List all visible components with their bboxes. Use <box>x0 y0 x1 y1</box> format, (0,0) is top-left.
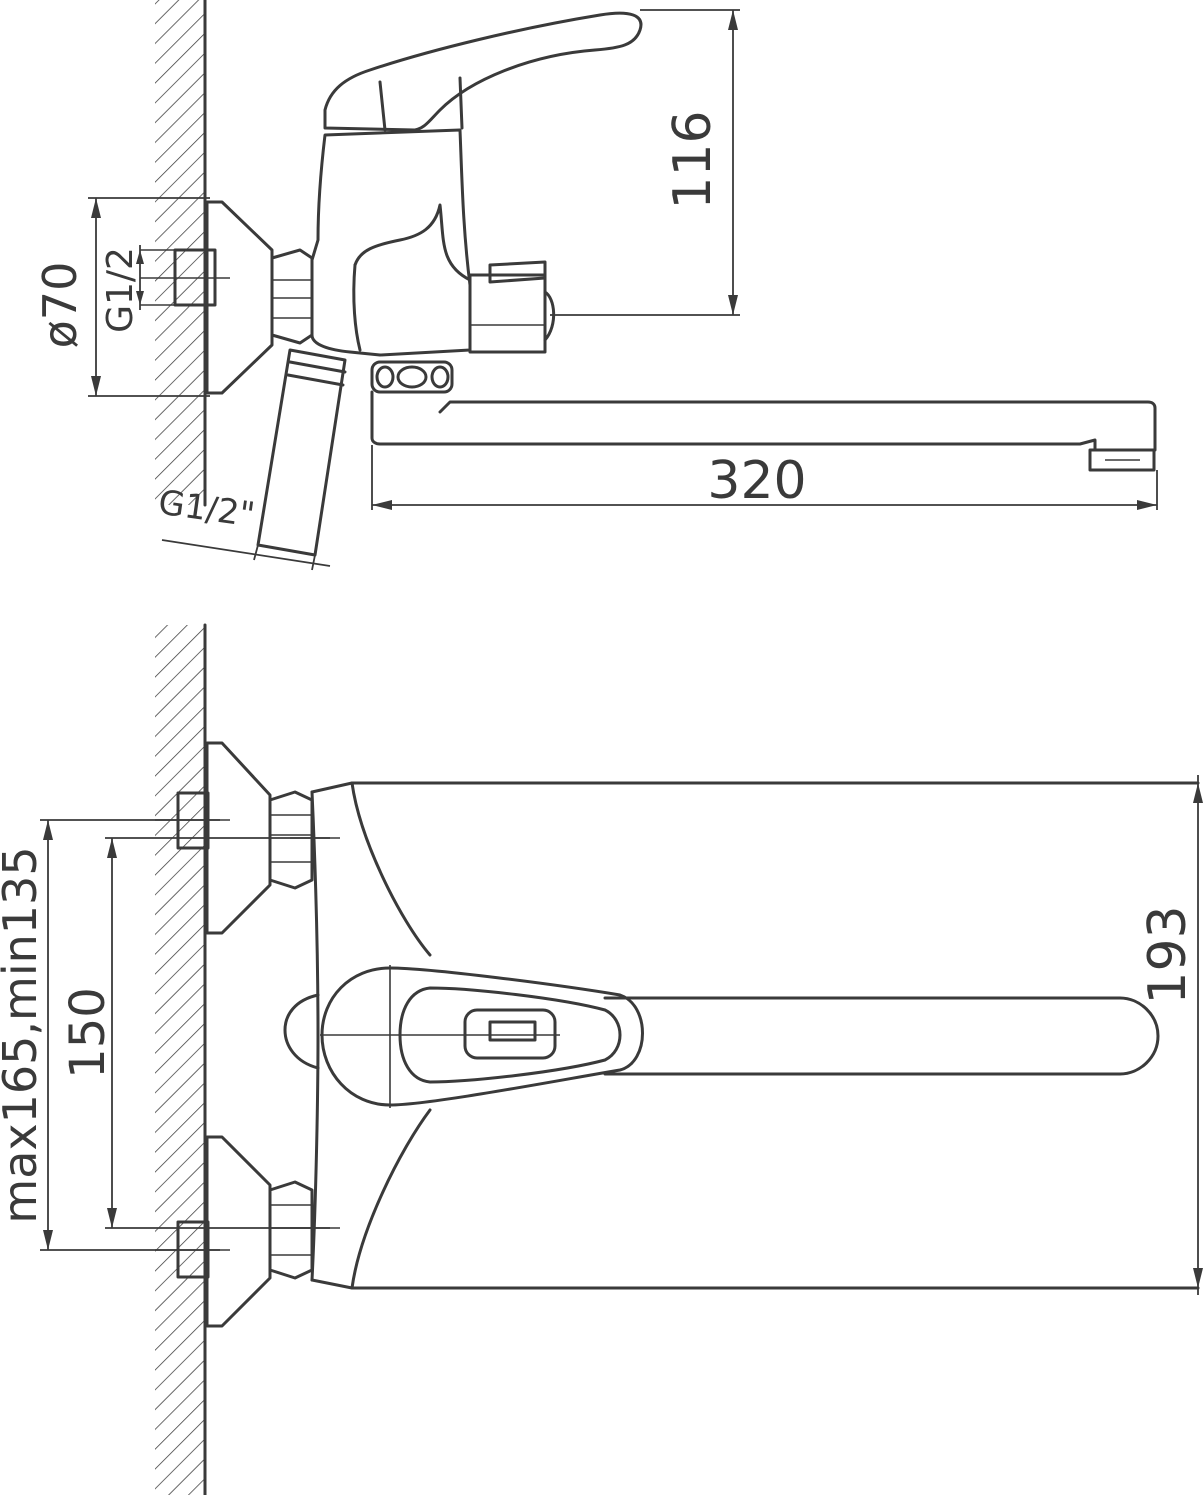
spout-length-label: 320 <box>707 451 806 511</box>
dimension-center-distance: 150 <box>60 837 330 1229</box>
handle-lever-side <box>323 11 643 132</box>
wall-hatching-bottom <box>155 623 207 1495</box>
hex-nut-side <box>270 248 314 345</box>
flexible-hose <box>256 348 347 557</box>
adjust-range-label: max165,min135 <box>0 846 47 1223</box>
wall-hatching-top <box>155 0 207 507</box>
dimension-adjust-range: max165,min135 <box>0 819 220 1251</box>
side-view: 116 ø70 G1/2 320 <box>33 0 1158 571</box>
spout-side <box>370 390 1157 472</box>
top-view: max165,min135 150 193 <box>0 623 1203 1495</box>
dimension-inlet-thread: G1/2 <box>100 245 144 333</box>
height-label: 116 <box>663 110 723 209</box>
dimension-flange-diameter: ø70 <box>33 197 210 397</box>
dimension-height: 116 <box>550 9 740 316</box>
hose-thread-label: G1/2" <box>156 483 257 536</box>
dimension-body-width: 193 <box>1138 775 1203 1295</box>
center-distance-label: 150 <box>60 987 116 1079</box>
flange-diameter-label: ø70 <box>33 262 87 349</box>
faucet-body-side <box>310 128 472 357</box>
dimension-spout-length: 320 <box>371 445 1158 511</box>
inlet-thread-label: G1/2 <box>100 247 141 333</box>
handle-lever-top <box>320 965 644 1108</box>
spout-top <box>603 996 1160 1076</box>
diverter-knob <box>468 260 556 354</box>
spout-swivel-ring <box>370 360 454 394</box>
faucet-body-top <box>283 781 1200 1290</box>
dimension-hose-thread: G1/2" <box>156 483 331 571</box>
wall-flange <box>140 200 274 395</box>
body-width-label: 193 <box>1138 905 1198 1004</box>
